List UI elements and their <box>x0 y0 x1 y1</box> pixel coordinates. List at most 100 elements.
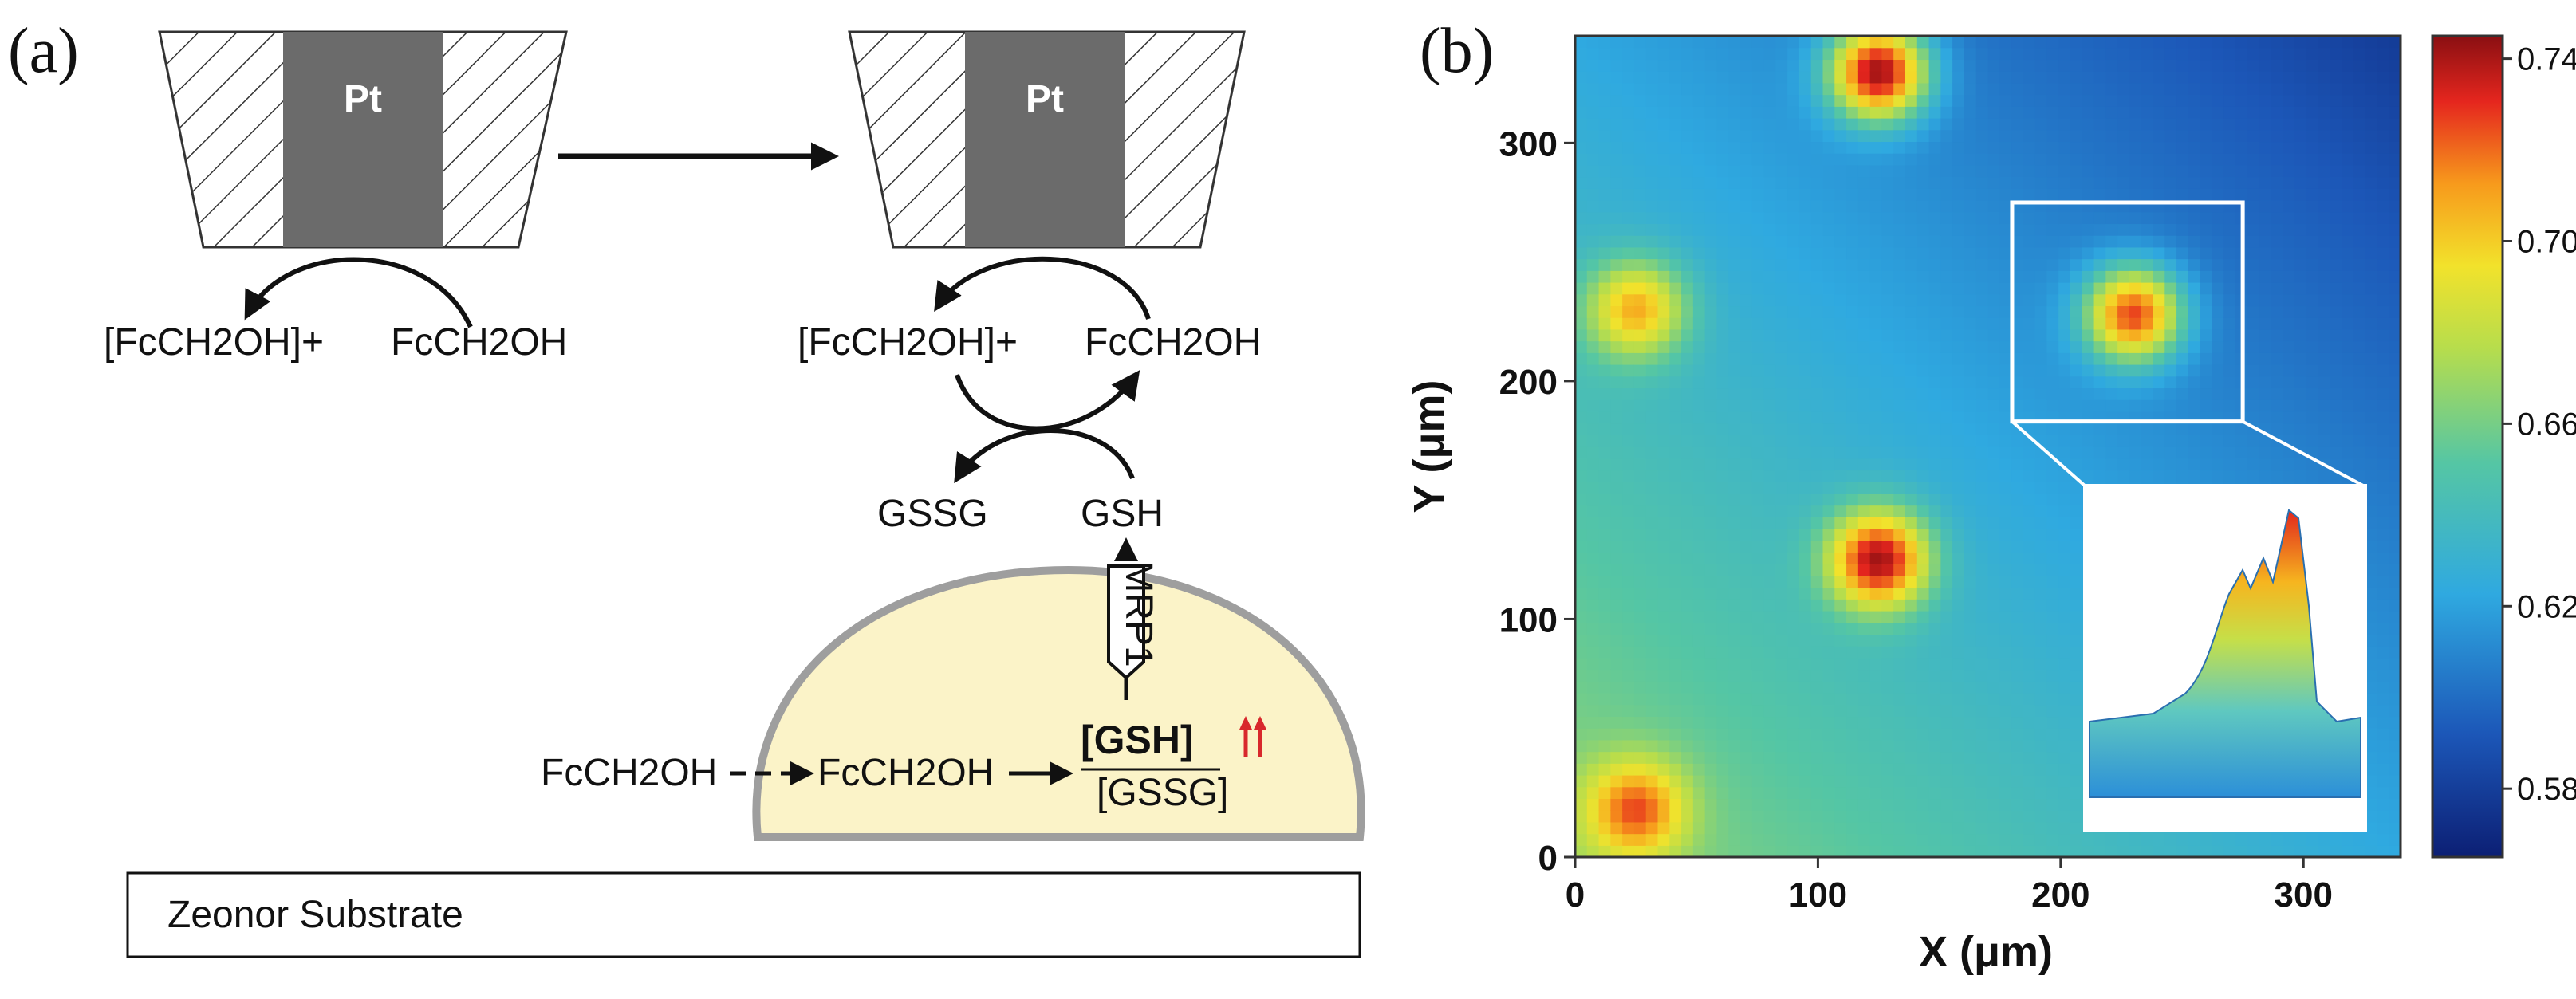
heatmap-cell <box>1846 739 1859 753</box>
heatmap-cell <box>1633 411 1647 424</box>
heatmap-cell <box>2070 681 2083 694</box>
heatmap-cell <box>1740 129 1753 143</box>
heatmap-cell <box>2389 529 2401 541</box>
heatmap-cell <box>1575 716 1588 729</box>
heatmap-cell <box>1975 235 1989 248</box>
heatmap-cell <box>1975 611 1989 623</box>
heatmap-cell <box>1834 258 1847 271</box>
heatmap-cell <box>1857 739 1871 753</box>
heatmap-cell <box>2271 845 2283 858</box>
heatmap-cell <box>1964 575 1977 588</box>
heatmap-cell <box>1787 552 1800 564</box>
heatmap-cell <box>1916 176 1930 189</box>
heatmap-cell <box>1964 352 1977 365</box>
heatmap-cell <box>2365 821 2378 835</box>
heatmap-cell <box>1834 564 1847 576</box>
heatmap-cell <box>1775 282 1788 295</box>
heatmap-cell <box>1975 141 1989 154</box>
heatmap-cell <box>1728 235 1741 248</box>
heatmap-cell <box>2176 340 2189 353</box>
heatmap-cell <box>1834 94 1847 107</box>
heatmap-cell <box>2306 352 2319 365</box>
heatmap-cell <box>1775 704 1788 718</box>
heatmap-cell <box>1940 106 1953 119</box>
heatmap-cell <box>1822 739 1835 753</box>
heatmap-cell <box>1575 763 1588 776</box>
heatmap-cell <box>2153 458 2165 471</box>
heatmap-cell <box>2153 376 2165 389</box>
heatmap-cell <box>2377 270 2389 283</box>
heatmap-cell <box>1822 141 1835 154</box>
heatmap-cell <box>2070 540 2083 553</box>
heatmap-cell <box>1964 211 1977 225</box>
heatmap-cell <box>2318 47 2330 61</box>
heatmap-cell <box>1893 622 1906 635</box>
heatmap-cell <box>1999 493 2012 506</box>
heatmap-cell <box>1657 200 1670 213</box>
heatmap-cell <box>1751 540 1765 553</box>
heatmap-cell <box>2330 352 2342 365</box>
heatmap-cell <box>1657 505 1670 517</box>
heatmap-cell <box>2223 118 2236 131</box>
heatmap-cell <box>1787 293 1800 307</box>
heatmap-cell <box>1881 529 1894 541</box>
heatmap-cell <box>1763 282 1776 295</box>
heatmap-cell <box>2389 751 2401 764</box>
heatmap-cell <box>1893 634 1906 647</box>
heatmap-cell <box>2365 211 2378 225</box>
heatmap-cell <box>1916 646 1930 659</box>
heatmap-cell <box>1610 763 1623 776</box>
heatmap-cell <box>2070 129 2083 143</box>
heatmap-cell <box>1787 505 1800 517</box>
heatmap-cell <box>2011 646 2024 659</box>
heatmap-cell <box>1575 317 1588 330</box>
heatmap-cell <box>1916 493 1930 506</box>
oxidation-arrow-right <box>934 256 1151 320</box>
heatmap-cell <box>2082 246 2095 260</box>
heatmap-cell <box>2223 223 2236 236</box>
heatmap-cell <box>1999 317 2012 330</box>
heatmap-cell <box>1633 599 1647 612</box>
heatmap-cell <box>1586 681 1600 694</box>
heatmap-cell <box>1846 529 1859 541</box>
heatmap-cell <box>1810 352 1824 365</box>
heatmap-cell <box>1681 845 1694 858</box>
heatmap-cell <box>2070 223 2083 236</box>
heatmap-cell <box>1798 646 1812 659</box>
heatmap-cell <box>1575 728 1588 741</box>
heatmap-cell <box>1881 270 1894 283</box>
heatmap-cell <box>2093 376 2106 389</box>
heatmap-cell <box>2377 188 2389 201</box>
heatmap-cell <box>1681 739 1694 753</box>
heatmap-cell <box>1716 399 1729 412</box>
heatmap-cell <box>1940 529 1953 541</box>
heatmap-cell <box>2070 845 2083 858</box>
heatmap-cell <box>1704 833 1718 846</box>
heatmap-cell <box>1857 693 1871 706</box>
heatmap-cell <box>1586 493 1600 506</box>
heatmap-cell <box>2212 376 2224 389</box>
heatmap-cell <box>1810 763 1824 776</box>
heatmap-cell <box>2223 293 2236 307</box>
heatmap-cell <box>1964 47 1977 61</box>
heatmap-cell <box>1728 775 1741 788</box>
heatmap-cell <box>1905 200 1918 213</box>
heatmap-cell <box>1869 364 1883 377</box>
heatmap-cell <box>1857 352 1871 365</box>
heatmap-cell <box>2212 36 2224 49</box>
heatmap-cell <box>1940 59 1953 72</box>
heatmap-cell <box>2058 622 2071 635</box>
heatmap-cell <box>1964 622 1977 635</box>
heatmap-cell <box>1964 364 1977 377</box>
heatmap-cell <box>1893 575 1906 588</box>
heatmap-cell <box>1775 305 1788 318</box>
heatmap-cell <box>2271 36 2283 49</box>
heatmap-cell <box>1669 200 1682 213</box>
heatmap-cell <box>1916 59 1930 72</box>
heatmap-cell <box>1716 821 1729 835</box>
heatmap-cell <box>1751 728 1765 741</box>
heatmap-cell <box>1681 529 1694 541</box>
heatmap-cell <box>2141 36 2154 49</box>
heatmap-cell <box>2212 246 2224 260</box>
heatmap-cell <box>2188 340 2201 353</box>
